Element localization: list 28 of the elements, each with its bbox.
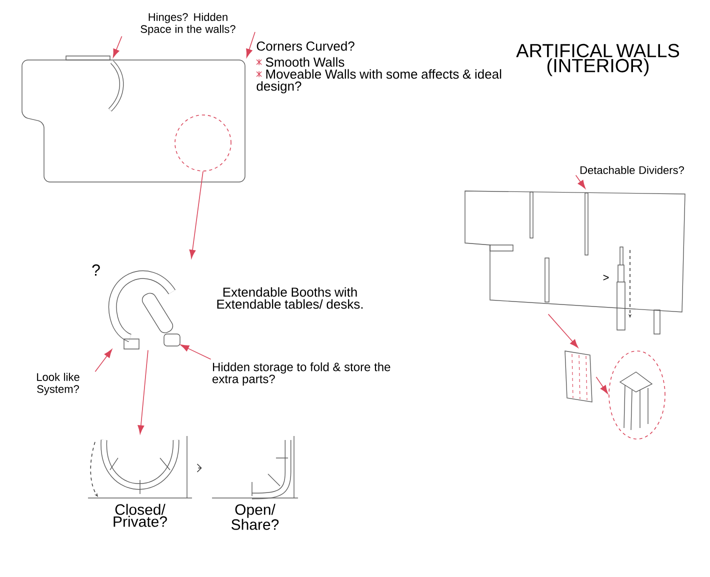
arrow	[575, 174, 586, 189]
note-text: Hidden storage to fold & store the extra parts?	[212, 362, 390, 386]
note-text: Hinges? Hidden Space in the walls?	[140, 12, 236, 36]
arrow	[596, 376, 608, 394]
arrow	[138, 350, 148, 434]
arrow	[196, 464, 202, 472]
booth-drawing: Open/ Share?	[212, 436, 298, 530]
node-label: Closed/ Private?	[114, 504, 167, 527]
booth-drawing	[108, 270, 180, 350]
arrow	[94, 349, 112, 372]
floor-plan-drawing	[464, 190, 686, 334]
arrow	[180, 344, 212, 360]
note-text: Look like System?	[37, 372, 80, 396]
note-text: Corners Curved? Smooth Walls Moveable Walls with some affects & ideal design?	[256, 41, 502, 94]
note-text: Detachable Dividers?	[580, 166, 684, 174]
note-text: Extendable Booths with Extendable tables/ desks.	[217, 287, 363, 309]
dashed-ellipse	[608, 350, 666, 440]
dashed-circle	[174, 114, 232, 172]
booth-drawing: Closed/ Private?	[88, 436, 192, 527]
arrow	[189, 171, 204, 258]
question-mark: ?	[92, 264, 100, 276]
arrow	[112, 36, 122, 58]
title-text: ARTIFICAL WALLS (INTERIOR)	[516, 44, 680, 76]
panel-drawing	[564, 350, 592, 402]
floor-plan-drawing	[22, 56, 246, 182]
chevron-mark: >	[603, 274, 609, 280]
arrow	[246, 32, 256, 58]
arrow	[548, 314, 578, 348]
